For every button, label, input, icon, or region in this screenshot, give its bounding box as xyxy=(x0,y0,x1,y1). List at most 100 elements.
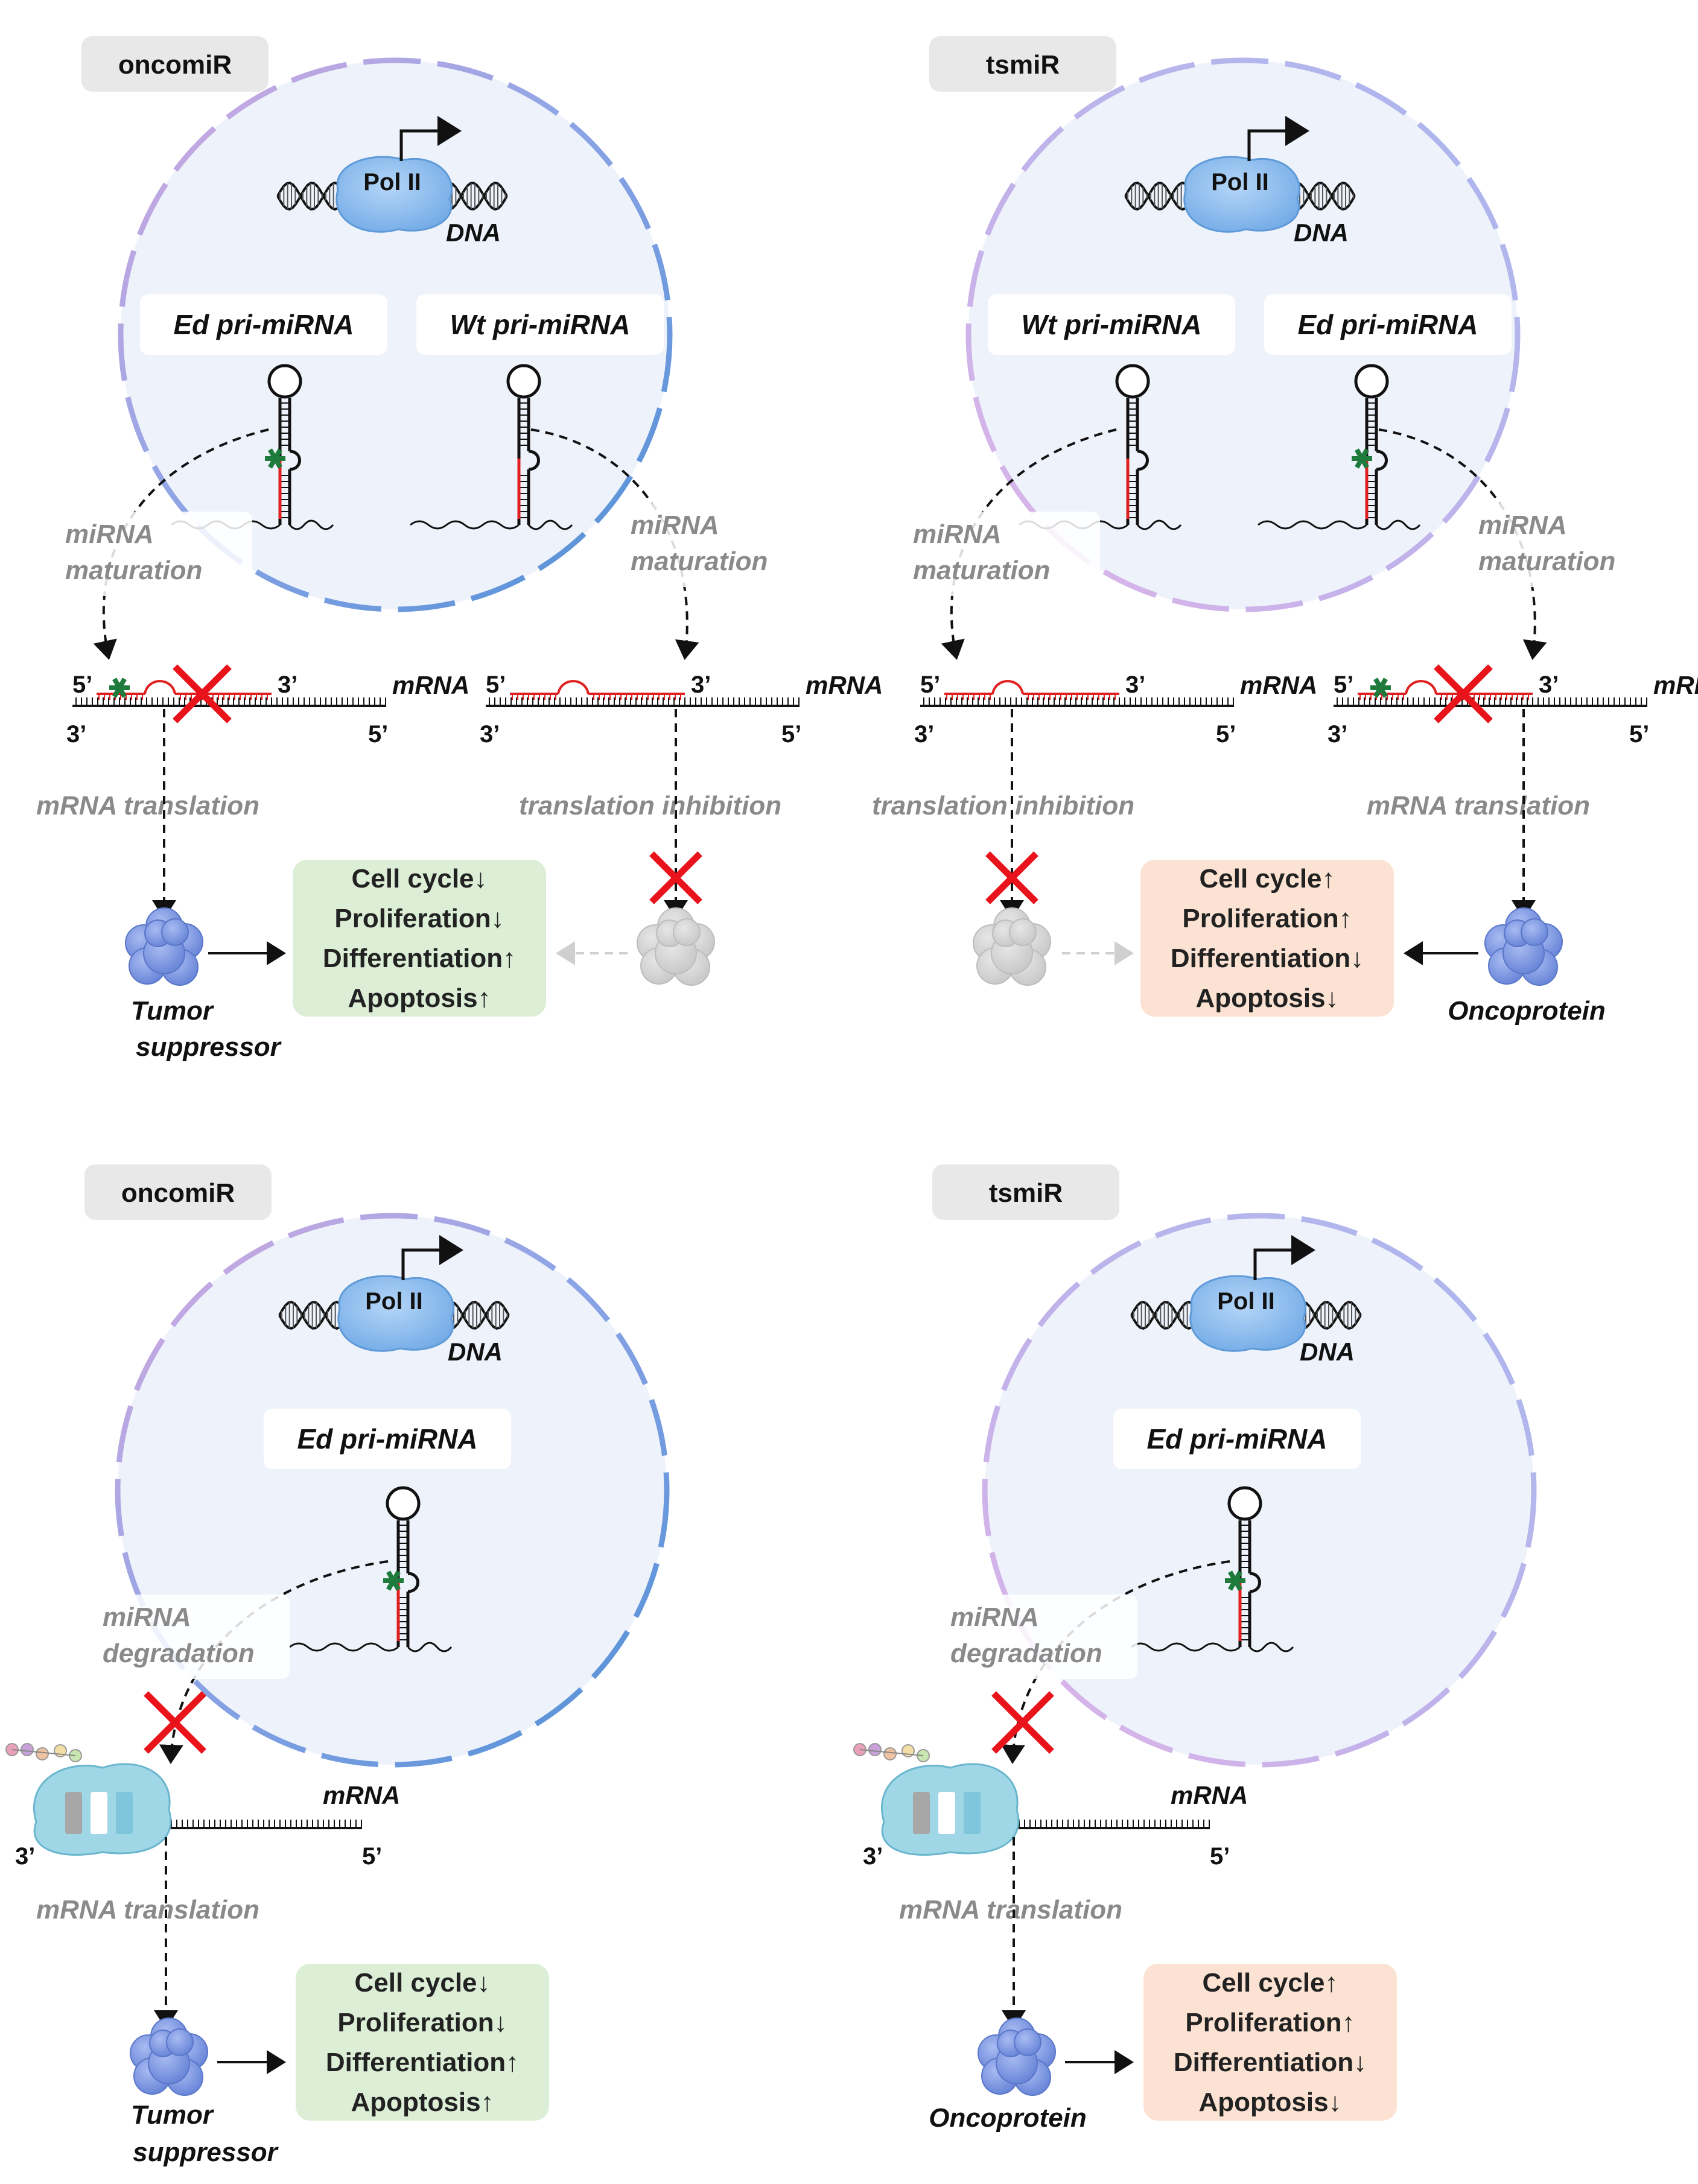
three-prime-label: 3’ xyxy=(278,671,297,698)
pri-mirna-text: Ed pri-miRNA xyxy=(297,1423,478,1455)
protein-label: Oncoprotein xyxy=(929,2103,1087,2133)
peptide-bead xyxy=(868,1743,882,1756)
process-text: miRNA xyxy=(103,1602,191,1632)
five-prime-label: 5’ xyxy=(1216,721,1236,748)
effects-box-bg xyxy=(1140,860,1394,1017)
mrna-label: mRNA xyxy=(323,1781,400,1809)
three-prime-label: 3’ xyxy=(480,721,500,748)
peptide-bead xyxy=(36,1747,49,1760)
nuclear-envelope xyxy=(115,1213,670,1768)
editing-site-icon xyxy=(383,1570,404,1591)
three-prime-label: 3’ xyxy=(863,1843,883,1870)
pri-mirna-text: Ed pri-miRNA xyxy=(174,309,354,340)
degradation-block-cross xyxy=(144,1691,206,1754)
mir-type-tag: oncomiR xyxy=(84,1164,272,1220)
rna-tail xyxy=(1248,1642,1294,1652)
cross-stroke xyxy=(991,1691,1054,1754)
asterisk-stroke xyxy=(1228,1570,1242,1591)
nuclear-envelope xyxy=(965,57,1521,612)
pol-ii-enzyme xyxy=(1189,1275,1306,1352)
label-bg xyxy=(1264,294,1512,355)
label-bg xyxy=(988,294,1235,355)
effects-box: Cell cycle↑Proliferation↑Differentiation… xyxy=(1143,1964,1397,2121)
pri-mirna-label: Ed pri-miRNA xyxy=(264,1409,511,1469)
tag-bg xyxy=(84,1164,272,1220)
pol-ii-label: Pol II xyxy=(1211,169,1269,195)
tag-label: oncomiR xyxy=(118,50,232,80)
tumor-suppressor-icon xyxy=(130,2017,208,2096)
five-prime-label: 5’ xyxy=(1210,1843,1230,1870)
rna-tail xyxy=(1375,519,1421,530)
five-prime-label: 5’ xyxy=(486,671,506,698)
effect-label: Apoptosis↓ xyxy=(1195,983,1338,1013)
nuclear-envelope xyxy=(118,57,673,612)
mrna-label: mRNA xyxy=(806,671,883,699)
pri-mirna-label: Ed pri-miRNA xyxy=(1264,294,1512,355)
effect-label: Apoptosis↑ xyxy=(351,2087,494,2117)
hairpin-loop xyxy=(1115,364,1150,399)
transcription-arrow xyxy=(399,116,462,161)
trna-slot xyxy=(91,1792,107,1834)
cross-stroke xyxy=(173,664,232,723)
protein-label: suppressor xyxy=(136,1032,282,1062)
protein-lobe xyxy=(1014,2028,1041,2056)
cross-stroke xyxy=(649,851,702,904)
mrna-label: mRNA xyxy=(1171,1781,1248,1809)
hairpin-bulge xyxy=(528,449,540,471)
label-bg xyxy=(907,512,1100,596)
label-bg xyxy=(1113,1409,1361,1469)
label-bg xyxy=(140,294,387,355)
pri-mirna-text: Wt pri-miRNA xyxy=(1022,309,1202,340)
peptide-bead xyxy=(883,1747,897,1760)
asterisk-stroke xyxy=(268,448,282,469)
effect-label: Proliferation↓ xyxy=(334,904,504,933)
pri-mirna-label: Wt pri-miRNA xyxy=(416,294,664,355)
pol-ii-enzyme xyxy=(337,1275,454,1352)
protein-lobe xyxy=(1521,918,1548,946)
effects-box: Cell cycle↑Proliferation↑Differentiation… xyxy=(1140,860,1394,1017)
process-text: miRNA xyxy=(631,510,719,540)
label-bg xyxy=(625,503,818,587)
label-bg xyxy=(416,294,664,355)
protein-label: Tumor xyxy=(131,2100,215,2130)
trna-slot xyxy=(116,1792,133,1834)
cross-stroke xyxy=(985,851,1038,904)
three-prime-label: 3’ xyxy=(914,721,934,748)
inhibition-cross xyxy=(985,851,1038,904)
editing-site-icon xyxy=(1225,1570,1245,1591)
process-text: maturation xyxy=(631,547,768,576)
protein-label: Oncoprotein xyxy=(1448,996,1606,1026)
cross-stroke xyxy=(1434,664,1493,723)
oncoprotein-icon xyxy=(978,2017,1056,2096)
ribosome-icon xyxy=(853,1743,1020,1856)
process-label: miRNA maturation xyxy=(625,503,818,587)
hairpin-bulge xyxy=(1249,1572,1261,1593)
pri-mirna-label: Wt pri-miRNA xyxy=(988,294,1235,355)
trna-slot xyxy=(65,1792,82,1834)
effect-label: Apoptosis↓ xyxy=(1198,2087,1341,2117)
asterisk-stroke xyxy=(112,678,127,698)
silenced-protein-icon xyxy=(973,907,1051,986)
label-bg xyxy=(97,1595,290,1679)
degradation-block-cross xyxy=(991,1691,1054,1754)
ribosome-icon xyxy=(5,1743,172,1856)
effect-label: Differentiation↓ xyxy=(1171,944,1364,973)
maturation-arrow xyxy=(93,428,269,660)
dna-label: DNA xyxy=(1294,218,1349,247)
dna-label: DNA xyxy=(1300,1338,1355,1366)
pri-mirna-hairpin xyxy=(171,364,334,530)
process-text: maturation xyxy=(65,556,202,585)
label-bg xyxy=(264,1409,511,1469)
rna-tail xyxy=(410,520,520,530)
label-bg xyxy=(59,512,252,596)
pri-mirna-hairpin xyxy=(1131,1486,1294,1652)
effect-label: Cell cycle↓ xyxy=(351,864,487,894)
binding-blocked-cross xyxy=(1434,664,1493,723)
maturation-arrow xyxy=(941,428,1117,660)
